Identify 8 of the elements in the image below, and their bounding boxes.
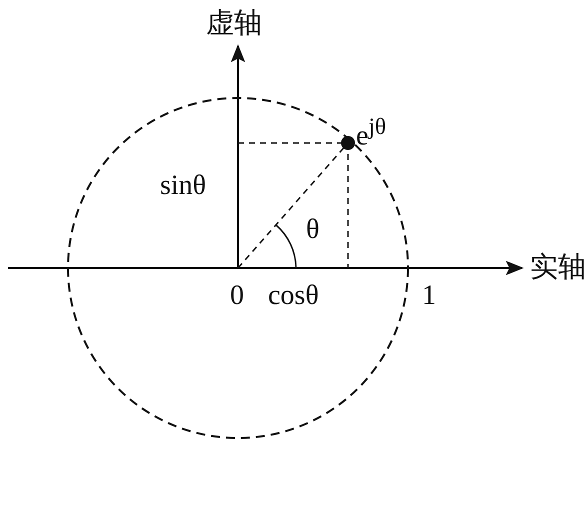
axis-label: 1 [422, 282, 436, 310]
axis-label: 实轴 [530, 254, 586, 282]
axis-label: 0 [230, 282, 244, 310]
axis-label: sinθ [160, 172, 206, 200]
axis-label: e$^{jθ}$ [356, 116, 386, 150]
axis-label: θ [306, 216, 320, 244]
axis-label: cosθ [268, 282, 319, 310]
axis-label: 虚轴 [206, 10, 262, 38]
